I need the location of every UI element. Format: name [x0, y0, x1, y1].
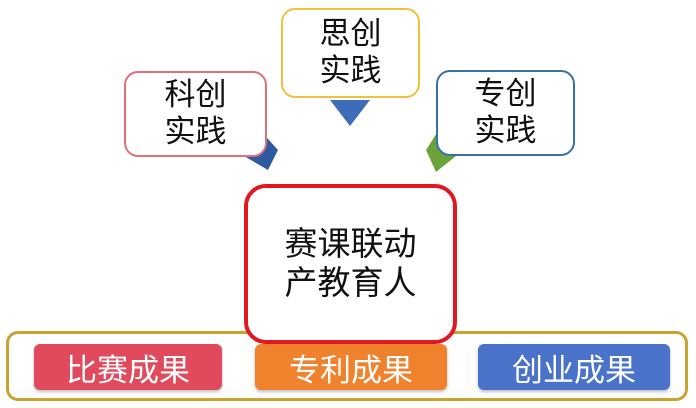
outcome-competition-label: 比赛成果	[66, 352, 190, 389]
node-sichuang-label: 思创 实践	[319, 16, 382, 89]
outcome-startup-label: 创业成果	[512, 352, 636, 389]
outcome-patent-label: 专利成果	[289, 352, 413, 389]
arrow-sichuang-to-center	[330, 100, 370, 126]
node-zhuanchuang-practice: 专创 实践	[436, 70, 575, 156]
outcome-patent: 专利成果	[255, 344, 447, 390]
node-keji-label: 科创 实践	[164, 77, 227, 150]
node-center-core: 赛课联动 产教育人	[244, 184, 457, 344]
outcome-competition: 比赛成果	[34, 344, 222, 390]
node-zhuanchuang-label: 专创 实践	[474, 76, 537, 149]
node-keji-practice: 科创 实践	[124, 71, 267, 157]
node-center-label: 赛课联动 产教育人	[284, 224, 417, 302]
node-sichuang-practice: 思创 实践	[281, 8, 420, 98]
outcome-startup: 创业成果	[478, 344, 670, 390]
